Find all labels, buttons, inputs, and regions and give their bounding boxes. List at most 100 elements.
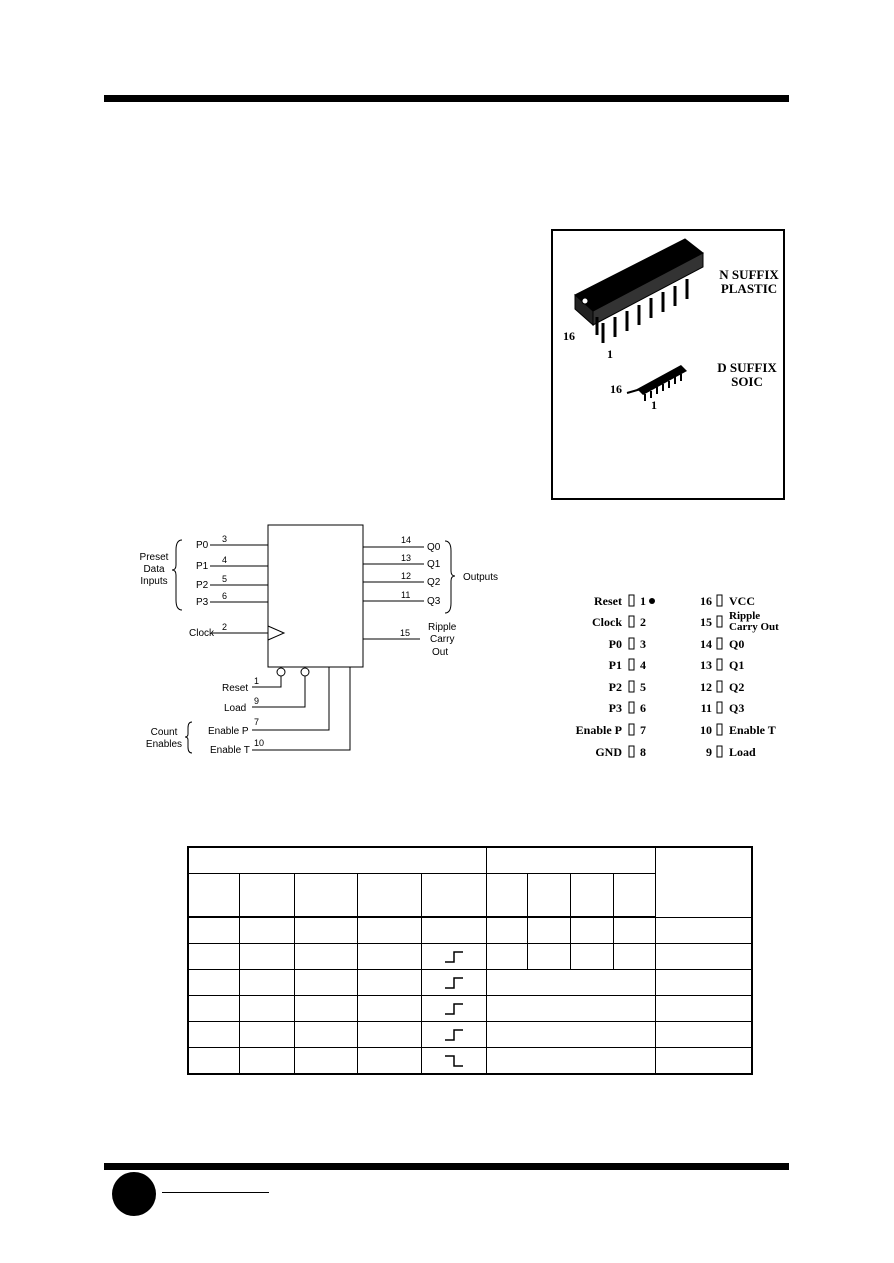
svg-text:Q1: Q1 xyxy=(729,658,744,672)
svg-text:14: 14 xyxy=(401,535,411,545)
output-q3: 11 Q3 xyxy=(363,590,441,607)
svg-text:Out: Out xyxy=(432,647,448,658)
svg-text:13: 13 xyxy=(401,553,411,563)
svg-text:Load: Load xyxy=(729,745,756,759)
col-header-1 xyxy=(187,873,240,918)
svg-text:15: 15 xyxy=(400,628,410,638)
col-header-8 xyxy=(569,873,614,918)
svg-text:Q1: Q1 xyxy=(427,559,441,570)
input-p1: P1 4 xyxy=(196,555,268,572)
svg-text:7: 7 xyxy=(254,717,259,727)
svg-text:Q2: Q2 xyxy=(729,680,744,694)
svg-text:14: 14 xyxy=(700,637,712,651)
pin-left-2: Clock 2 xyxy=(592,615,646,629)
outputs-brace xyxy=(444,540,456,614)
output-q2: 12 Q2 xyxy=(363,571,441,588)
counter-block xyxy=(267,524,364,668)
n-pin16-label: 16 xyxy=(563,329,575,343)
d-suffix-label: D SUFFIX SOIC xyxy=(717,360,777,389)
outputs-header-cell xyxy=(485,846,656,874)
count-label-2: Enables xyxy=(146,739,182,750)
input-p3: P3 6 xyxy=(196,591,268,608)
svg-text:Reset: Reset xyxy=(594,594,622,608)
svg-text:P1: P1 xyxy=(609,658,622,672)
svg-text:Ripple: Ripple xyxy=(428,622,457,633)
svg-text:5: 5 xyxy=(222,574,227,584)
svg-text:12: 12 xyxy=(401,571,411,581)
svg-text:Q3: Q3 xyxy=(729,701,744,715)
n-suffix-label: N SUFFIX PLASTIC xyxy=(719,267,779,296)
preset-label-1: Preset xyxy=(140,552,169,563)
svg-text:10: 10 xyxy=(700,723,712,737)
preset-label-3: Inputs xyxy=(140,576,167,587)
pin-right-10: 10 Enable T xyxy=(700,723,776,737)
table-row xyxy=(187,1021,753,1048)
svg-text:4: 4 xyxy=(640,658,646,672)
footer-underline xyxy=(162,1192,269,1193)
rising-edge-icon xyxy=(444,950,463,963)
pin-left-1: Reset 1 xyxy=(594,594,646,608)
preset-label-2: Data xyxy=(143,564,165,575)
input-p0: P0 3 xyxy=(196,534,268,551)
svg-text:P2: P2 xyxy=(609,680,622,694)
svg-text:11: 11 xyxy=(701,701,712,715)
svg-text:Reset: Reset xyxy=(222,683,248,694)
svg-text:9: 9 xyxy=(706,745,712,759)
soic-package-image xyxy=(626,365,687,401)
pin-right-16: 16 VCC xyxy=(700,594,755,608)
d-pin16-label: 16 xyxy=(610,382,622,396)
svg-text:P0: P0 xyxy=(609,637,622,651)
svg-text:2: 2 xyxy=(640,615,646,629)
svg-text:6: 6 xyxy=(222,591,227,601)
svg-text:4: 4 xyxy=(222,555,227,565)
svg-text:Q0: Q0 xyxy=(729,637,744,651)
inputs-header-cell xyxy=(187,846,487,874)
input-clock: Clock 2 xyxy=(189,622,286,641)
input-enable-t: 10 Enable T xyxy=(210,667,351,756)
svg-text:9: 9 xyxy=(254,696,259,706)
svg-text:Enable T: Enable T xyxy=(210,745,250,756)
pin-left-4: P1 4 xyxy=(609,658,646,672)
output-q1: 13 Q1 xyxy=(363,553,441,570)
svg-text:Load: Load xyxy=(224,703,246,714)
svg-text:Carry: Carry xyxy=(430,634,454,645)
col-header-7 xyxy=(526,873,571,918)
preset-brace xyxy=(171,539,183,611)
pin1-marker xyxy=(649,598,655,604)
col-header-5 xyxy=(420,873,487,918)
svg-text:3: 3 xyxy=(222,534,227,544)
header-rule xyxy=(104,95,789,102)
function-header-cell xyxy=(654,846,753,918)
pin-left-8: GND 8 xyxy=(595,745,646,759)
rising-edge-icon xyxy=(444,976,463,989)
package-illustration xyxy=(574,238,704,401)
dip-package-image xyxy=(574,238,704,343)
svg-text:5: 5 xyxy=(640,680,646,694)
svg-text:6: 6 xyxy=(640,701,646,715)
svg-text:2: 2 xyxy=(222,622,227,632)
pinout-diagram: Reset 1 Clock 2 P0 3 P1 4 P2 5 P3 6 xyxy=(576,594,779,759)
svg-text:Enable T: Enable T xyxy=(729,723,776,737)
col-header-6 xyxy=(485,873,528,918)
count-label-1: Count xyxy=(151,727,178,738)
n-pin1-label: 1 xyxy=(607,347,613,361)
pin-right-13: 13 Q1 xyxy=(700,658,744,672)
svg-text:1: 1 xyxy=(254,676,259,686)
svg-text:3: 3 xyxy=(640,637,646,651)
svg-text:7: 7 xyxy=(640,723,646,737)
input-load: 9 Load xyxy=(224,667,310,714)
svg-text:16: 16 xyxy=(700,594,712,608)
pin-left-7: Enable P 7 xyxy=(576,723,646,737)
svg-text:10: 10 xyxy=(254,738,264,748)
falling-edge-icon xyxy=(444,1054,463,1067)
svg-text:P3: P3 xyxy=(196,597,209,608)
svg-text:12: 12 xyxy=(700,680,712,694)
table-row xyxy=(187,916,753,944)
svg-text:P0: P0 xyxy=(196,540,209,551)
table-row xyxy=(187,943,753,970)
pin-left-3: P0 3 xyxy=(609,637,646,651)
outputs-label: Outputs xyxy=(463,572,498,583)
footer-rule xyxy=(104,1163,789,1170)
count-brace xyxy=(184,721,193,754)
